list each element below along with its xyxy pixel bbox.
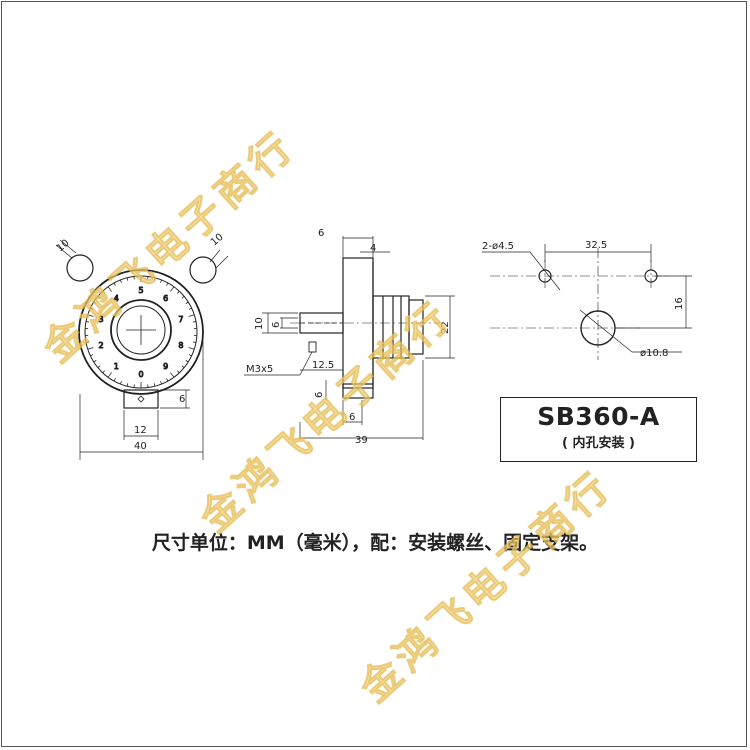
dim-side-top-left: 6 (318, 228, 324, 239)
model-name: SB360-A (537, 402, 660, 431)
dim-shaft-dia: 10 (254, 317, 265, 330)
dim-flange-gap: 6 (349, 412, 355, 423)
dial-number: 4 (114, 294, 119, 303)
dial-number: 2 (99, 341, 104, 350)
side-view (290, 257, 440, 399)
dim-holes: 2-ø4.5 (482, 241, 514, 252)
bottom-tab (123, 389, 159, 409)
side-knob (372, 295, 410, 359)
dial-number: 3 (99, 315, 104, 324)
dial-number: 5 (138, 286, 143, 295)
dim-base-offset: 6 (314, 392, 325, 398)
dim-hub-dia: 6 (271, 322, 282, 328)
side-screw (308, 341, 317, 353)
dim-ear-right: 10 (209, 232, 226, 249)
left-ear (66, 254, 94, 282)
panel-cutout (482, 244, 692, 360)
inner-bore (116, 305, 166, 355)
dial-number: 1 (114, 362, 119, 371)
dim-side-top-right: 4 (370, 243, 376, 254)
dim-knob-dia: 22 (440, 321, 451, 334)
dim-ear-left: 10 (55, 238, 72, 255)
model-subtitle: ( 内孔安装 ) (562, 436, 635, 451)
dim-tab-width: 12 (134, 425, 147, 436)
dial-number: 7 (178, 315, 183, 324)
dim-screw: M3x5 (246, 364, 273, 375)
side-rear-cap (408, 299, 424, 355)
dim-overall-width: 40 (134, 441, 147, 452)
right-ear (189, 256, 217, 284)
dim-hole-spacing: 32.5 (585, 240, 607, 251)
dial-number: 0 (138, 370, 143, 379)
dim-shaft-len: 12.5 (312, 360, 334, 371)
units-caption: 尺寸单位：MM（毫米），配：安装螺丝、固定支架。 (151, 532, 599, 554)
dial-ticks (85, 276, 197, 388)
dim-center-hole: ø10.8 (640, 348, 668, 359)
inner-hub (110, 299, 172, 361)
dial-number: 9 (163, 362, 168, 371)
dial-number: 8 (178, 341, 183, 350)
front-view (55, 239, 229, 460)
model-label-box: SB360-A ( 内孔安装 ) (500, 397, 697, 462)
dim-tab-height: 6 (179, 394, 185, 405)
outer-body (78, 269, 204, 395)
dial-labels: 0 1 2 3 4 5 6 7 8 9 (98, 286, 184, 380)
dial-number: 6 (163, 294, 168, 303)
dim-vertical: 16 (674, 297, 685, 310)
dim-overall-len: 39 (355, 435, 368, 446)
